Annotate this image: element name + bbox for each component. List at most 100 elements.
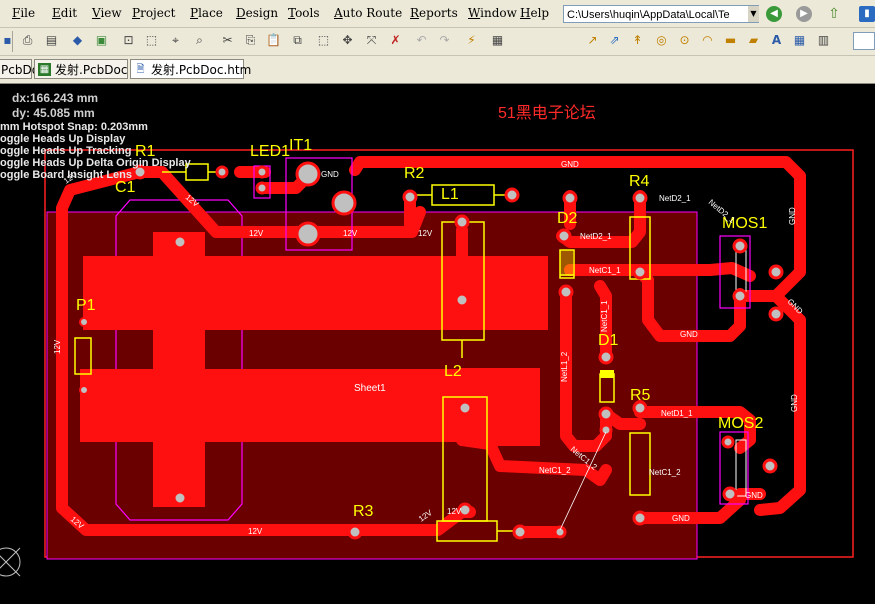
label-d2: D2 — [557, 210, 578, 227]
net-label-gnd: GND — [745, 491, 763, 500]
net-label-gnd: GND — [672, 514, 690, 523]
place-array-icon[interactable]: ▥ — [817, 33, 830, 47]
chevron-down-icon[interactable]: ▼ — [748, 6, 759, 22]
net-label-gnd: GND — [680, 330, 698, 339]
d2-body — [560, 250, 573, 276]
d1-cathode-mark — [600, 370, 614, 378]
copy-icon[interactable]: ⎘ — [245, 33, 256, 47]
label-r4: R4 — [629, 173, 650, 190]
tab-fashe-pcbdoc[interactable]: ▦发射.PcbDoc — [34, 59, 128, 79]
label-l2: L2 — [444, 363, 462, 380]
pcb-drawing[interactable]: R1 C1 LED1 IT1 R2 L1 D2 R4 MOS1 P1 D1 L2… — [0, 84, 875, 600]
deselect-icon[interactable]: ⤧ — [366, 33, 377, 47]
label-r2: R2 — [404, 165, 425, 182]
web-document-icon: 🗎 — [136, 64, 145, 75]
path-combobox[interactable]: C:\Users\huqin\AppData\Local\Te — [563, 5, 759, 23]
net-label-netc1-1: NetC1_1 — [589, 266, 621, 275]
print-icon[interactable]: ⎙ — [22, 33, 33, 47]
net-label-12v: 12V — [447, 507, 462, 516]
hud-toggle-tracking: oggle Heads Up Tracking — [0, 145, 132, 157]
net-label-netd1-1: NetD1_1 — [661, 409, 693, 418]
pcb-document-icon: ▦ — [38, 63, 51, 76]
net-label-netc1-1: NetC1_1 — [600, 300, 609, 332]
board-3d-icon[interactable]: ▣ — [95, 33, 108, 47]
net-label-netc1-2: NetC1_2 — [539, 466, 571, 475]
pads — [79, 161, 784, 540]
clear-filter-icon[interactable]: ✗ — [390, 33, 401, 47]
menu-window[interactable]: Window — [468, 6, 517, 20]
menu-auto-route[interactable]: Auto Route — [334, 6, 403, 20]
label-mos1: MOS1 — [722, 215, 767, 232]
layer-combobox[interactable] — [853, 32, 875, 50]
net-label-12v: 12V — [343, 229, 358, 238]
label-p1: P1 — [76, 297, 96, 314]
toolbar-separator — [12, 31, 13, 52]
rubber-stamp-icon[interactable]: ⧉ — [293, 33, 302, 47]
tab-fashe-pcbdoc-htm[interactable]: 🗎 发射.PcbDoc.htm — [130, 59, 251, 79]
designators: R1 C1 LED1 IT1 R2 L1 D2 R4 MOS1 P1 D1 L2… — [76, 137, 767, 520]
cut-icon[interactable]: ✂ — [222, 33, 233, 47]
hud-toggle-display: oggle Heads Up Display — [0, 133, 126, 145]
place-polygon-icon[interactable]: ▰ — [748, 33, 759, 47]
back-icon[interactable]: ◀ — [766, 6, 782, 22]
menu-edit[interactable]: Edit — [52, 6, 78, 20]
tab-label: 发射.PcbDoc.htm — [151, 63, 252, 77]
navigate-up-icon[interactable]: ⇧ — [828, 6, 840, 22]
net-label-gnd: GND — [788, 207, 797, 225]
menu-help[interactable]: Help — [520, 6, 550, 20]
menu-tools[interactable]: Tools — [288, 6, 320, 20]
select-area-icon[interactable]: ⬚ — [317, 33, 330, 47]
tab-pcbdoc[interactable]: PcbDoc — [0, 59, 46, 79]
copper-pours — [80, 232, 548, 507]
menu-project[interactable]: Project — [132, 6, 176, 20]
hud-dy: dy: 45.085 mm — [12, 106, 95, 120]
label-r5: R5 — [630, 387, 651, 404]
place-fill-icon[interactable]: ▬ — [724, 33, 737, 47]
forward-icon[interactable]: ▶ — [796, 6, 812, 22]
menu-reports[interactable]: Reports — [410, 6, 458, 20]
net-label-12v: 12V — [418, 229, 433, 238]
place-arc-icon[interactable]: ◠ — [702, 33, 713, 47]
menu-place[interactable]: Place — [190, 6, 223, 20]
label-d1: D1 — [598, 332, 619, 349]
place-string-icon[interactable]: A — [771, 33, 782, 47]
menu-view[interactable]: View — [92, 6, 122, 20]
layers-icon[interactable]: ◆ — [72, 33, 83, 47]
menu-file[interactable]: File — [12, 6, 36, 20]
place-component-icon[interactable]: ▦ — [793, 33, 806, 47]
print-preview-icon[interactable]: ▤ — [45, 33, 58, 47]
panel-icon[interactable]: ▮ — [859, 6, 875, 22]
net-label-12v: 12V — [248, 527, 263, 536]
browse-icon[interactable]: ▦ — [491, 33, 504, 47]
net-label-gnd: GND — [561, 160, 579, 169]
sheet-label: Sheet1 — [354, 383, 386, 394]
place-pad-icon[interactable]: ◎ — [656, 33, 667, 47]
redo-icon[interactable]: ↷ — [439, 33, 450, 47]
place-via-icon[interactable]: ⊙ — [679, 33, 690, 47]
paste-icon[interactable]: 📋 — [266, 33, 281, 47]
interactive-route-icon[interactable]: ↗ — [587, 33, 598, 47]
pcb-canvas[interactable]: R1 C1 LED1 IT1 R2 L1 D2 R4 MOS1 P1 D1 L2… — [0, 84, 875, 600]
hud-toggle-insight-lens: oggle Board Insight Lens — [0, 169, 133, 181]
toolbar — [0, 28, 875, 56]
save-icon[interactable]: ▪ — [3, 33, 12, 47]
move-icon[interactable]: ✥ — [342, 33, 353, 47]
net-label-gnd: GND — [790, 394, 799, 412]
diff-pair-route-icon[interactable]: ⇗ — [609, 33, 620, 47]
zoom-selected-icon[interactable]: ⌖ — [172, 33, 179, 47]
net-label-netd2-1: NetD2_1 — [580, 232, 612, 241]
label-r3: R3 — [353, 503, 374, 520]
watermark-text: 51黑电子论坛 — [498, 104, 596, 122]
multi-route-icon[interactable]: ↟ — [632, 33, 643, 47]
zoom-area-icon[interactable]: ⬚ — [145, 33, 158, 47]
label-r1: R1 — [135, 143, 156, 160]
zoom-filter-icon[interactable]: ⌕ — [196, 33, 203, 47]
net-label-gnd: GND — [321, 170, 339, 179]
zoom-fit-icon[interactable]: ⊡ — [123, 33, 134, 47]
net-label-netl1-2: NetL1_2 — [560, 351, 569, 382]
menu-design[interactable]: Design — [236, 6, 279, 20]
undo-icon[interactable]: ↶ — [416, 33, 427, 47]
net-labels: GND GND GND GND GND GND GND GND 12V 12V … — [53, 160, 805, 536]
hud-dx: dx:166.243 mm — [12, 91, 99, 105]
cross-probe-icon[interactable]: ⚡ — [467, 33, 476, 47]
